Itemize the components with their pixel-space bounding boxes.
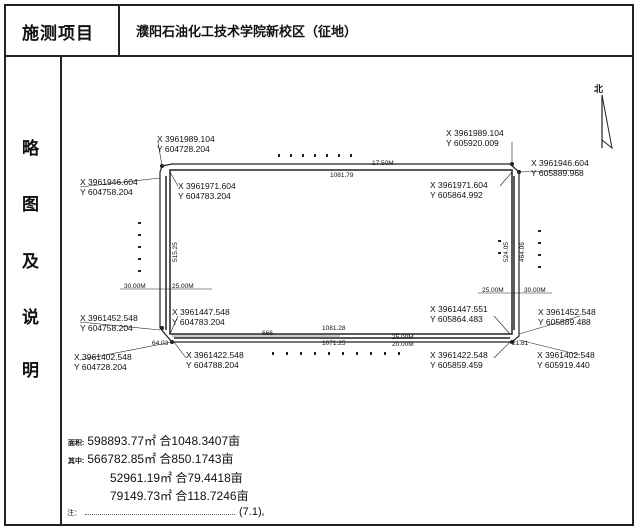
north-arrow-icon xyxy=(601,94,613,150)
form-frame xyxy=(4,4,634,526)
side-label-char-2: 图 xyxy=(22,195,39,215)
side-label-char-3: 及 xyxy=(22,252,39,272)
side-label-char-1: 略 xyxy=(22,139,39,159)
dim-right-outer: 464.06 xyxy=(519,242,526,262)
dim-bottom-small: 666 xyxy=(262,330,273,337)
area-row-sub-2: 52961.19㎡ 合79.4418亩 xyxy=(110,471,243,485)
dim-bottom-right-b: 20.00M xyxy=(392,341,414,348)
dim-right-mid-b: 30.00M xyxy=(524,287,546,294)
inner-boundary xyxy=(165,169,515,339)
dim-bottom-inner: 1081.28 xyxy=(322,325,346,332)
dim-right-mid-a: 25.00M xyxy=(482,287,504,294)
dim-left-vertical: 515.25 xyxy=(172,242,179,262)
dim-right-vertical: 524.05 xyxy=(503,242,510,262)
header-divider xyxy=(4,55,634,57)
side-column-divider xyxy=(60,56,62,526)
header-label: 施测项目 xyxy=(22,24,94,44)
dim-top-inner: 1081.79 xyxy=(330,172,354,179)
footnote: 注：(7.1)。 xyxy=(67,506,269,518)
area-row-sub-1: 其中:566782.85㎡ 合850.1743亩 xyxy=(68,452,234,466)
header-value: 濮阳石油化工技术学院新校区（征地） xyxy=(136,25,358,40)
dim-left-mid-b: 25.00M xyxy=(172,283,194,290)
boundary-markers xyxy=(138,154,541,355)
header-label-divider xyxy=(118,4,120,56)
dim-bottom-right-a: 25.00M xyxy=(392,334,414,341)
side-label-char-4: 说 xyxy=(22,308,39,328)
dim-left-mid-a: 30.00M xyxy=(124,283,146,290)
coordinate-leaders xyxy=(79,141,581,361)
area-row-sub-3: 79149.73㎡ 合118.7246亩 xyxy=(110,489,249,503)
dim-corner-br: 21.81 xyxy=(512,340,529,347)
dim-corner-bl: 64.03 xyxy=(152,340,169,347)
dim-top-outer: 17.50M xyxy=(372,160,394,167)
north-label: 北 xyxy=(594,84,604,94)
outer-boundary xyxy=(159,163,520,343)
side-label-char-5: 明 xyxy=(22,361,39,381)
dimension-lines xyxy=(120,288,552,337)
dim-bottom-outer: 1071.25 xyxy=(322,340,346,347)
area-row-total: 面积:598893.77㎡ 合1048.3407亩 xyxy=(68,434,241,448)
